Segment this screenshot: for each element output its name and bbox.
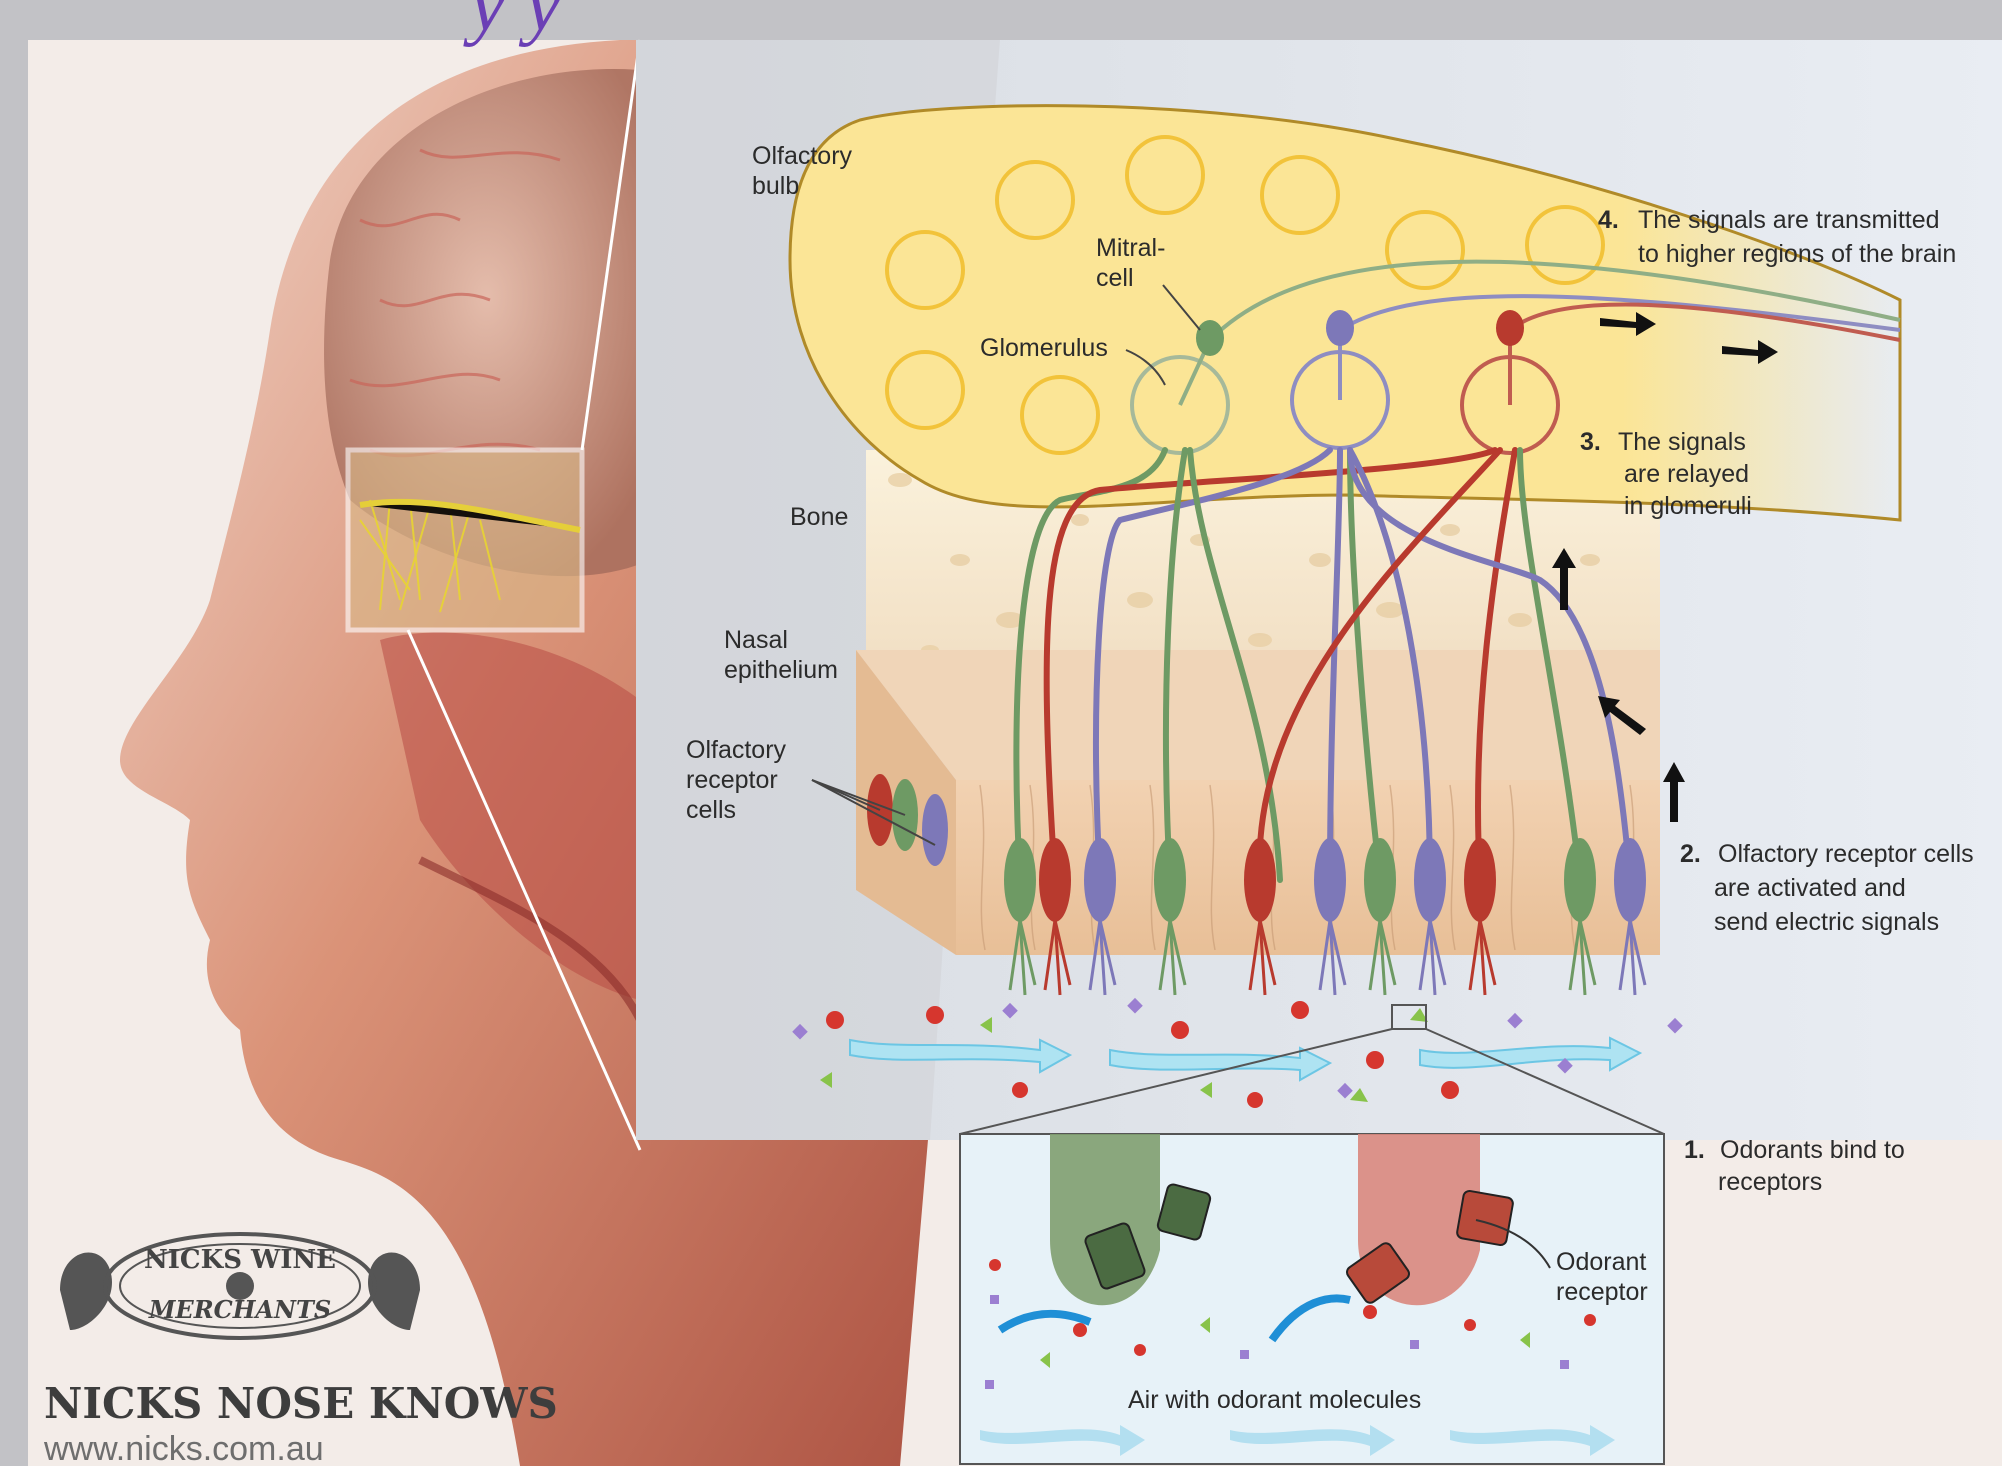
mitral-cell-red [1496,310,1524,346]
label-nasal-1: Nasal [724,626,788,654]
step-2-line-1: Olfactory receptor cells [1718,840,1974,868]
label-glomerulus: Glomerulus [980,334,1108,362]
mitral-cell-green [1196,320,1224,356]
step-3-line-1: The signals [1618,428,1746,456]
label-air-odorant: Air with odorant molecules [1128,1386,1421,1414]
label-odorant-receptor-2: receptor [1556,1278,1648,1306]
step-2-line-2: are activated and [1714,874,1906,902]
logo-url: www.nicks.com.au [43,1430,324,1466]
label-receptor-cells-3: cells [686,796,736,824]
label-mitral-cell-2: cell [1096,264,1134,292]
logo-arc-bottom: MERCHANTS [148,1295,331,1324]
mitral-cell-purple [1326,310,1354,346]
label-olfactory-bulb-2: bulb [752,172,799,200]
step-1-line-2: receptors [1718,1168,1822,1196]
title-fragment: y y [463,0,562,48]
label-olfactory-bulb-1: Olfactory [752,142,853,170]
label-receptor-cells-2: receptor [686,766,778,794]
step-3-line-3: in glomeruli [1624,492,1752,520]
zoom-box [348,450,582,630]
logo-arc-top: NICKS WINE [144,1245,336,1275]
step-3-number: 3. [1580,428,1601,456]
step-2-line-3: send electric signals [1714,908,1939,936]
step-1-number: 1. [1684,1136,1705,1164]
step-4-line-1: The signals are transmitted [1638,206,1940,234]
label-nasal-2: epithelium [724,656,838,684]
step-3-line-2: are relayed [1624,460,1749,488]
step-2-number: 2. [1680,840,1701,868]
label-odorant-receptor-1: Odorant [1556,1248,1646,1276]
label-mitral-cell-1: Mitral- [1096,234,1165,262]
step-1-line-1: Odorants bind to [1720,1136,1905,1164]
label-receptor-cells-1: Olfactory [686,736,787,764]
logo-tagline: NICKS NOSE KNOWS [44,1379,558,1428]
label-bone: Bone [790,503,848,531]
step-4-line-2: to higher regions of the brain [1638,240,1956,268]
step-4-number: 4. [1598,206,1619,234]
